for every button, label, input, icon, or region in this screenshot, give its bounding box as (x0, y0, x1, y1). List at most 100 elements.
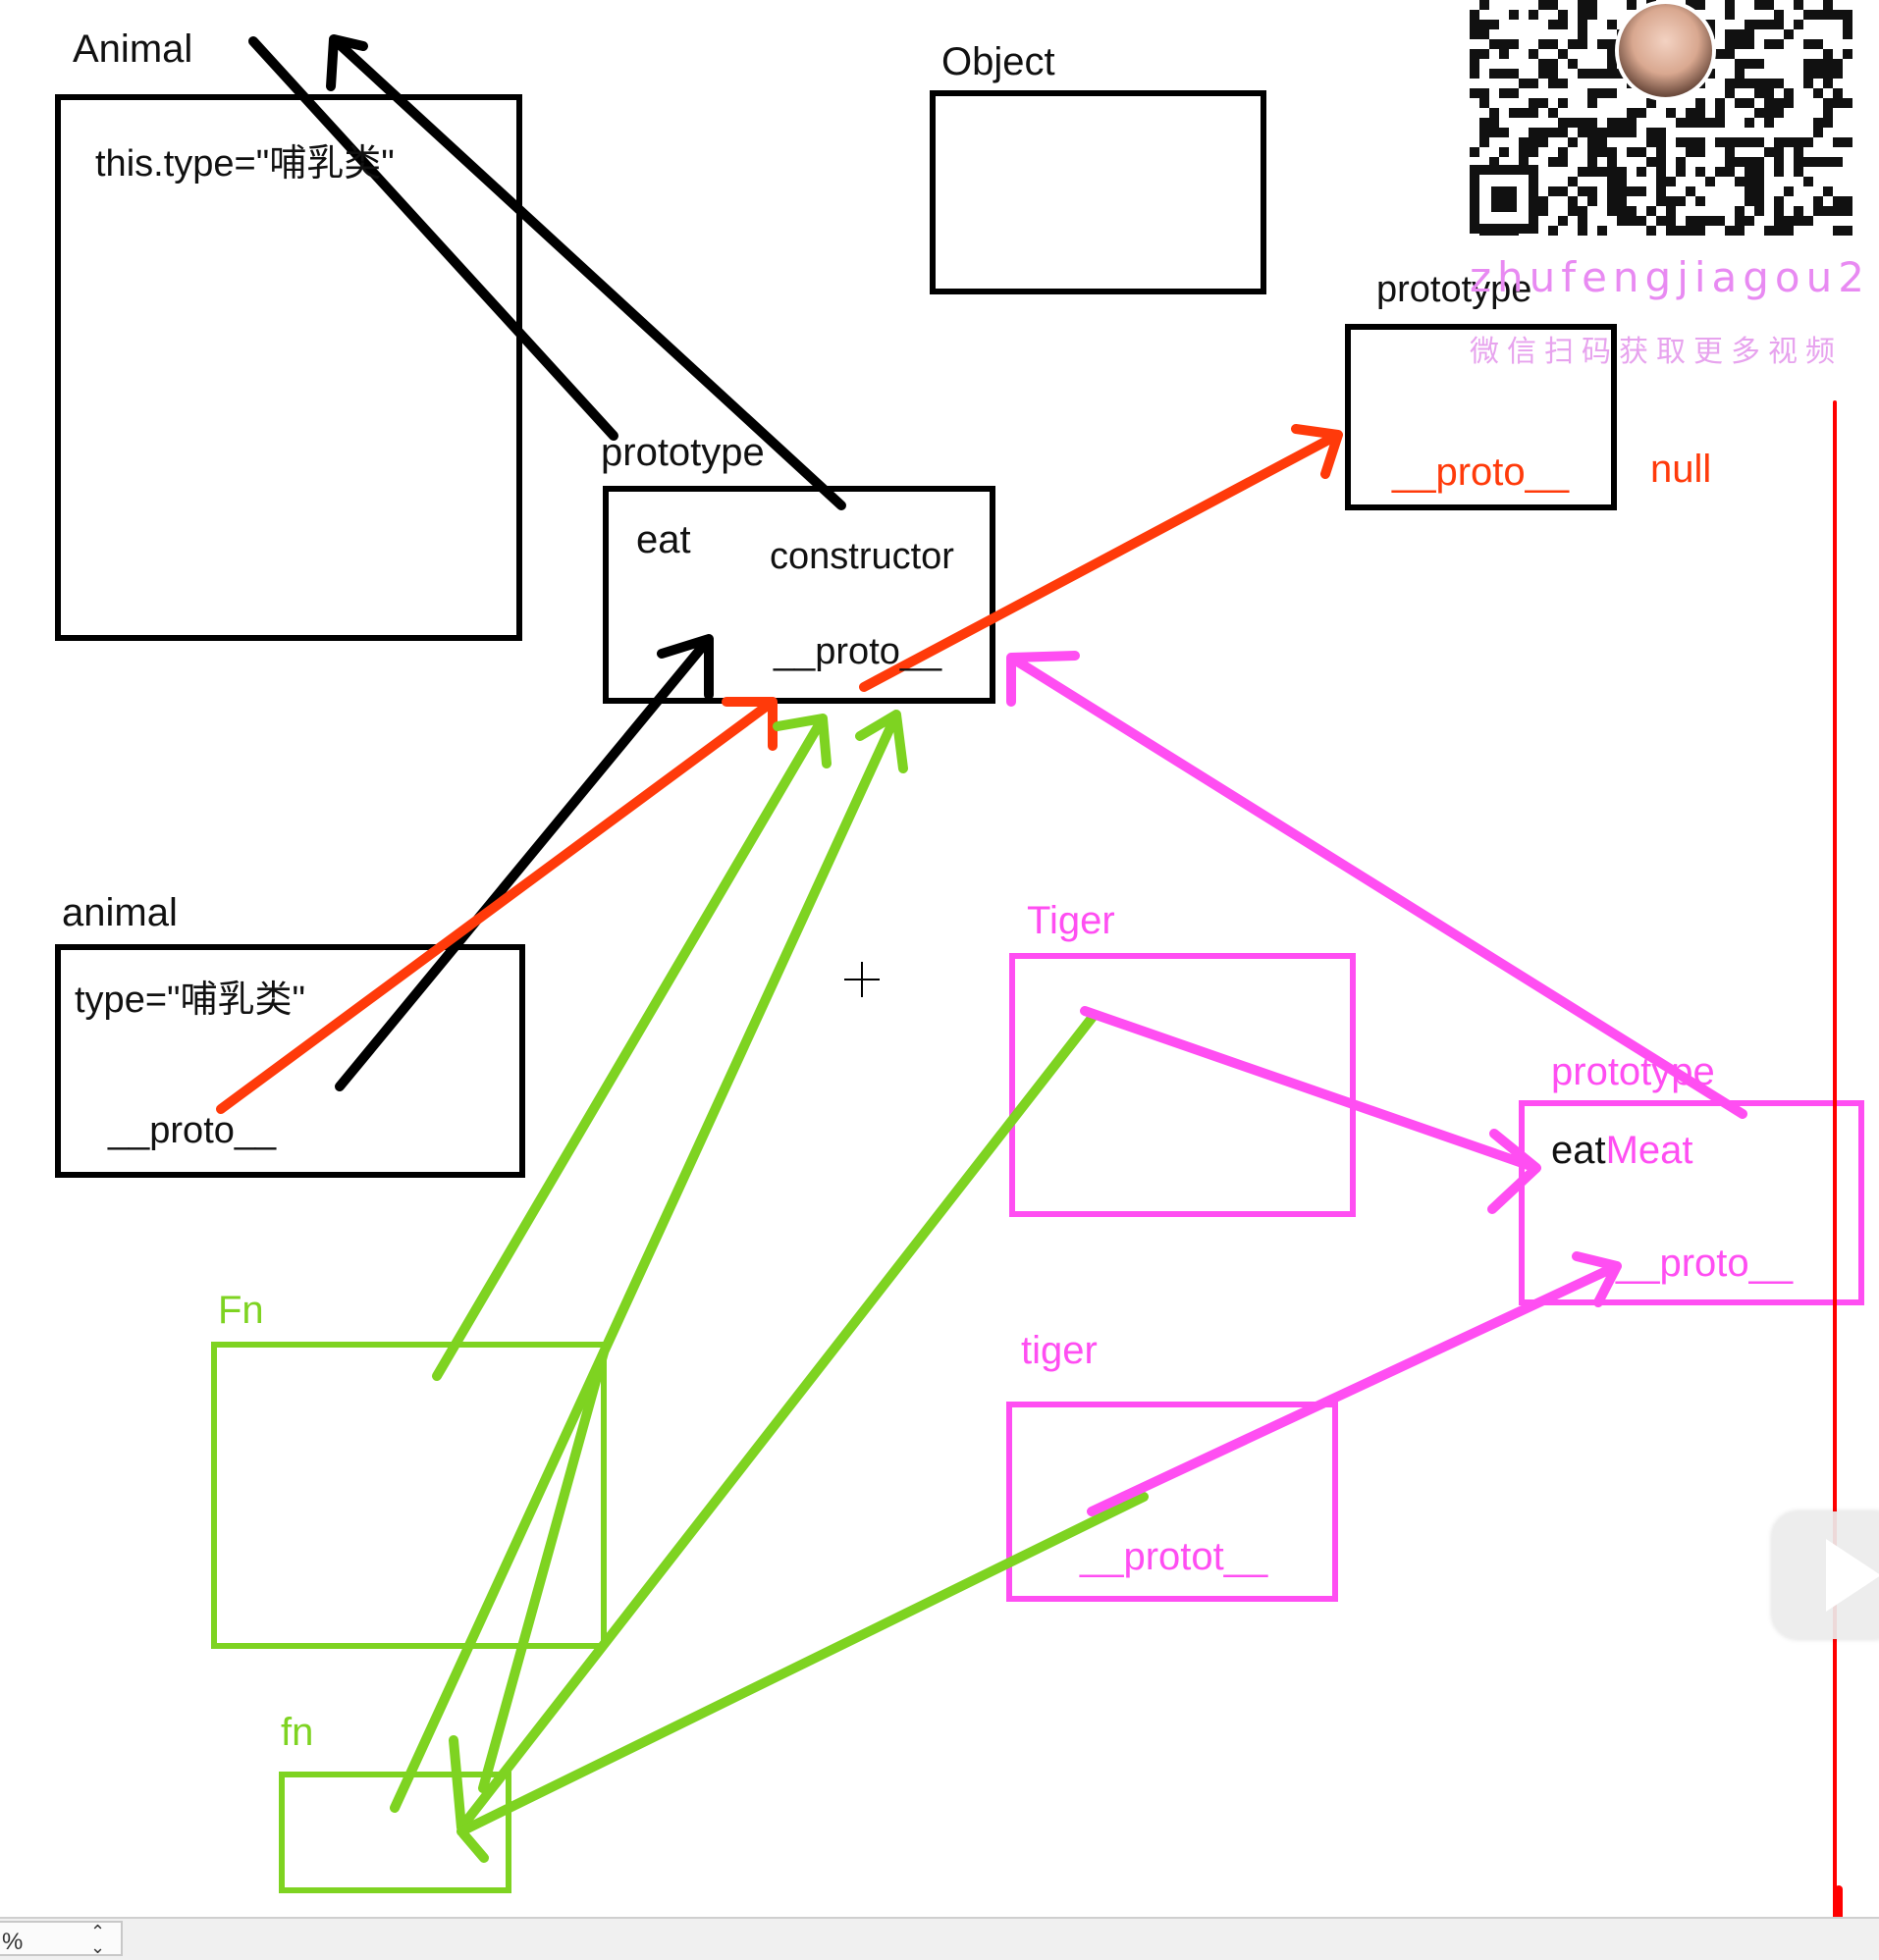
qr-module (1725, 137, 1735, 147)
qr-module (1538, 98, 1548, 108)
qr-module (1823, 10, 1833, 20)
tiger-prototype-box (1519, 1100, 1864, 1305)
qr-module (1823, 98, 1833, 108)
qr-module (1676, 157, 1686, 167)
qr-module (1735, 69, 1745, 79)
animal-prototype-eat: eat (636, 518, 691, 561)
fn-constructor-box (211, 1342, 607, 1649)
qr-module (1774, 206, 1784, 216)
qr-module (1627, 186, 1637, 196)
qr-module (1764, 108, 1774, 118)
qr-module (1627, 216, 1637, 226)
qr-module (1823, 186, 1833, 196)
qr-module (1548, 20, 1558, 29)
qr-module (1725, 49, 1735, 59)
qr-module (1479, 88, 1489, 98)
qr-module (1794, 0, 1803, 10)
qr-module (1774, 20, 1784, 29)
tiger-prototype-label: prototype (1551, 1050, 1715, 1093)
qr-module (1754, 59, 1764, 69)
qr-module (1843, 29, 1852, 39)
qr-module (1519, 79, 1529, 88)
qr-module (1617, 177, 1627, 186)
qr-module (1813, 196, 1823, 206)
qr-module (1774, 226, 1784, 236)
qr-module (1646, 157, 1656, 167)
qr-module (1578, 216, 1587, 226)
qr-module (1578, 118, 1587, 128)
qr-module (1558, 20, 1568, 29)
qr-module (1489, 128, 1499, 137)
qr-module (1725, 10, 1735, 20)
qr-module (1617, 128, 1627, 137)
qr-module (1568, 118, 1578, 128)
qr-finder-pattern (1470, 165, 1538, 234)
qr-module (1715, 108, 1725, 118)
qr-module (1548, 108, 1558, 118)
qr-module (1676, 137, 1686, 147)
qr-module (1656, 157, 1666, 167)
qr-module (1764, 118, 1774, 128)
qr-module (1715, 49, 1725, 59)
qr-module (1656, 128, 1666, 137)
animal-instance-box (55, 944, 525, 1178)
qr-module (1607, 49, 1617, 59)
qr-module (1519, 147, 1529, 157)
qr-module (1803, 10, 1813, 20)
qr-module (1745, 216, 1754, 226)
tiger-instance-label: tiger (1021, 1329, 1098, 1372)
qr-module (1548, 226, 1558, 236)
qr-module (1676, 118, 1686, 128)
zoom-stepper[interactable]: % ⌃⌄ (0, 1921, 123, 1956)
qr-module (1489, 20, 1499, 29)
play-button[interactable] (1772, 1511, 1879, 1639)
qr-module (1568, 39, 1578, 49)
qr-module (1499, 147, 1509, 157)
qr-module (1745, 79, 1754, 88)
qr-module (1499, 69, 1509, 79)
qr-module (1803, 39, 1813, 49)
animal-prototype-box (603, 486, 995, 704)
qr-module (1578, 69, 1587, 79)
qr-module (1637, 108, 1646, 118)
qr-module (1794, 20, 1803, 29)
qr-module (1548, 79, 1558, 88)
qr-module (1735, 98, 1745, 108)
tiger-prototype-eat: eat (1551, 1129, 1606, 1172)
qr-module (1617, 118, 1627, 128)
arrow-fn-instance-to-animal-prototype (390, 710, 908, 1813)
qr-module (1745, 157, 1754, 167)
qr-module (1813, 118, 1823, 128)
tiger-prototype-method: eatMeat (1551, 1131, 1693, 1170)
qr-module (1695, 226, 1705, 236)
qr-module (1735, 39, 1745, 49)
qr-module (1646, 206, 1656, 216)
arrow-constructor-to-animal (326, 34, 846, 510)
qr-module (1607, 147, 1617, 157)
qr-module (1725, 79, 1735, 88)
qr-module (1823, 69, 1833, 79)
qr-module (1578, 128, 1587, 137)
qr-module (1813, 59, 1823, 69)
qr-module (1803, 79, 1813, 88)
qr-module (1509, 108, 1519, 118)
qr-module (1764, 98, 1774, 108)
up-down-chevron-icon[interactable]: ⌃⌄ (90, 1922, 106, 1957)
qr-module (1558, 49, 1568, 59)
animal-instance-proto: __proto__ (108, 1110, 277, 1151)
qr-module (1499, 128, 1509, 137)
qr-module (1607, 167, 1617, 177)
qr-module (1597, 88, 1607, 98)
arrow-instance-constructor-to-prototype (335, 634, 714, 1091)
qr-module (1529, 98, 1538, 108)
qr-module (1735, 206, 1745, 216)
qr-module (1813, 69, 1823, 79)
watermark-text: zhufengjiagou2 (1470, 253, 1870, 301)
qr-module (1666, 177, 1676, 186)
qr-module (1803, 69, 1813, 79)
qr-module (1774, 216, 1784, 226)
qr-module (1637, 147, 1646, 157)
qr-module (1833, 226, 1843, 236)
